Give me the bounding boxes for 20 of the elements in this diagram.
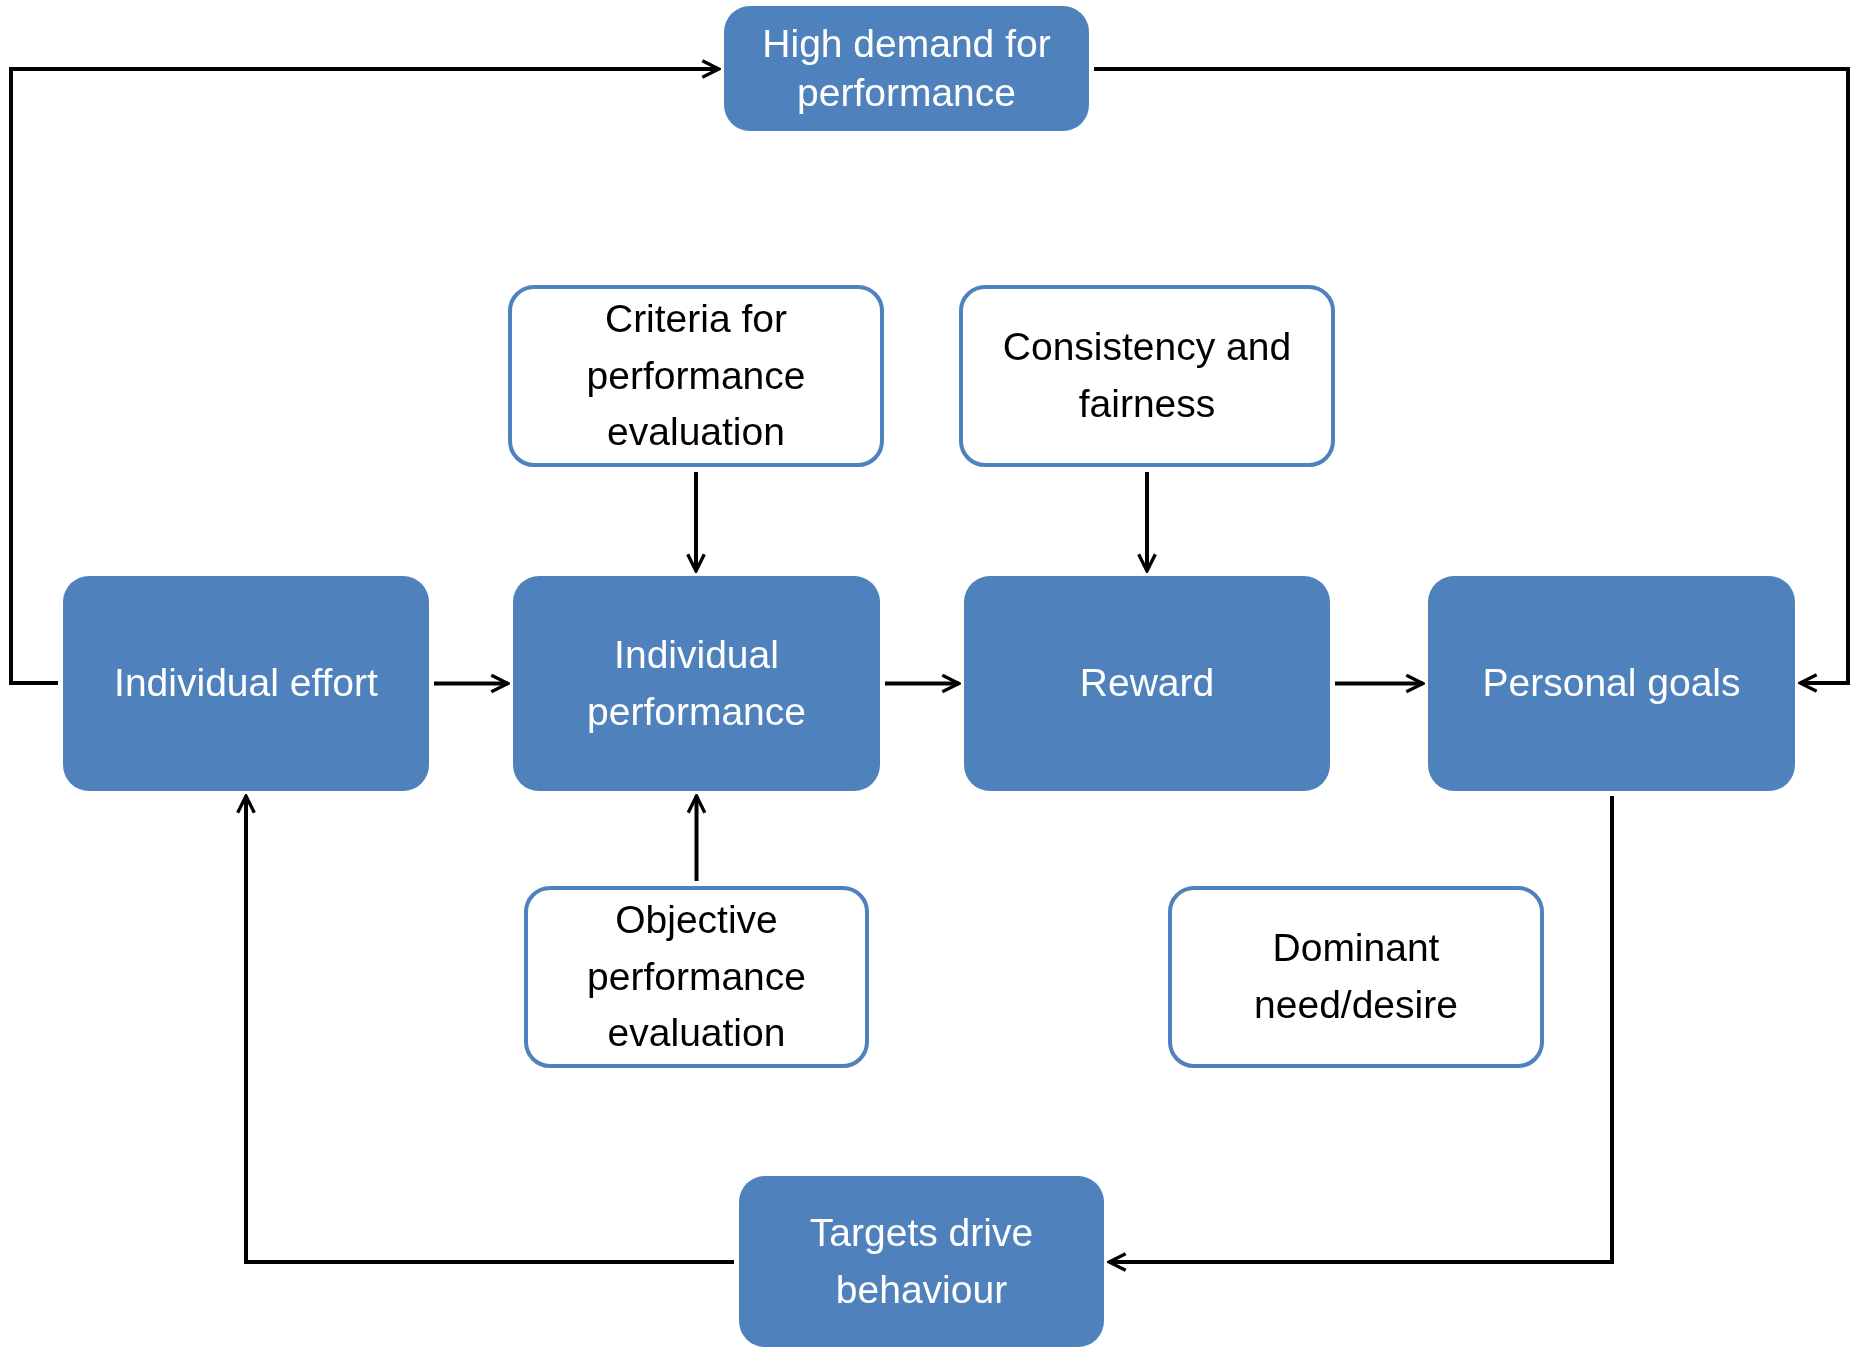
process-box: Individual effort bbox=[63, 576, 429, 791]
arrow bbox=[1137, 472, 1157, 573]
factor-box: Objective performance evaluation bbox=[524, 886, 869, 1068]
arrow bbox=[434, 673, 510, 694]
arrow bbox=[9, 59, 721, 685]
factor-box: Dominant need/desire bbox=[1168, 886, 1544, 1068]
factor-box: Criteria for performance evaluation bbox=[508, 285, 884, 467]
factor-box: Consistency and fairness bbox=[959, 285, 1335, 467]
arrow bbox=[1335, 673, 1425, 694]
process-box: Targets drive behaviour bbox=[739, 1176, 1104, 1347]
process-box: Individual performance bbox=[513, 576, 880, 791]
process-box: High demand for performance bbox=[724, 6, 1089, 131]
arrow bbox=[686, 794, 707, 881]
arrow bbox=[686, 472, 706, 573]
arrow bbox=[885, 673, 961, 694]
process-box: Personal goals bbox=[1428, 576, 1795, 791]
process-box: Reward bbox=[964, 576, 1330, 791]
arrow bbox=[1094, 67, 1850, 693]
arrow bbox=[236, 794, 734, 1264]
arrow bbox=[1107, 796, 1614, 1272]
